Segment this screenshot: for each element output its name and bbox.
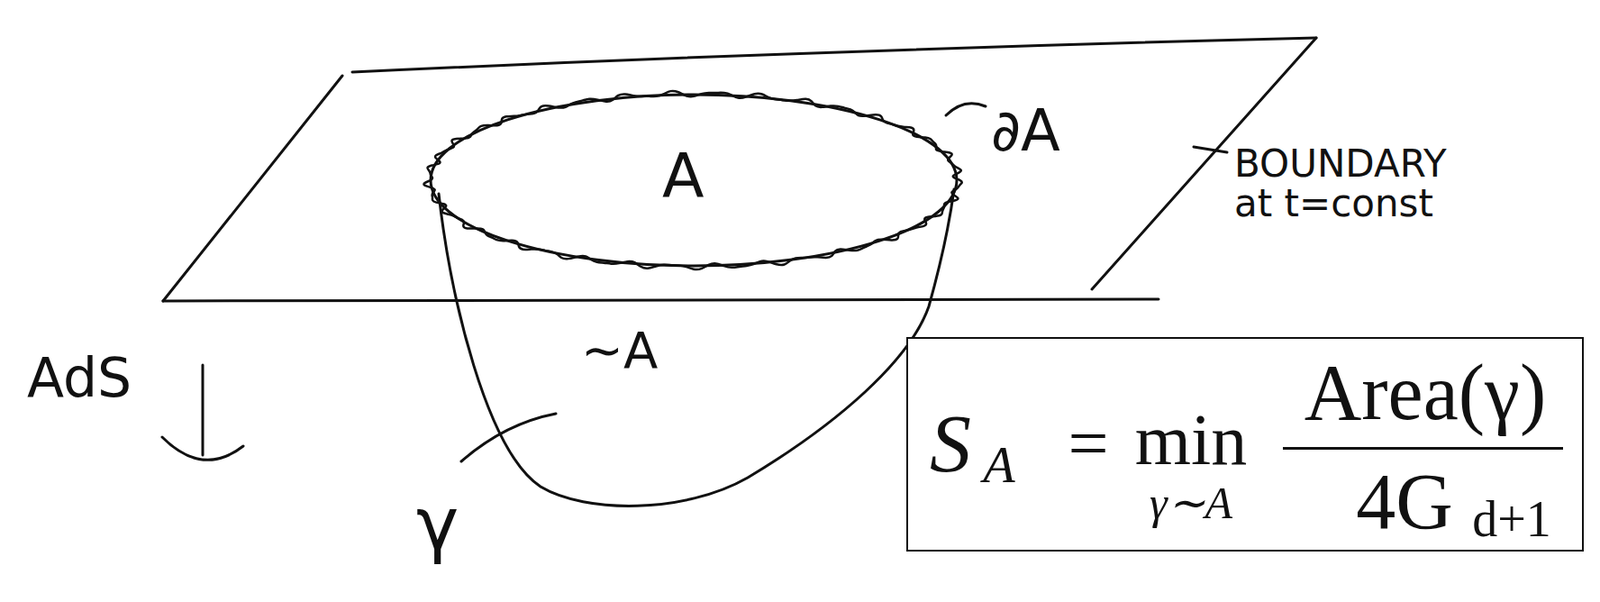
entangling-boundary	[423, 90, 962, 270]
subscript: A	[982, 438, 1015, 491]
boundary-label: BOUNDARY at t=const	[1234, 144, 1478, 224]
ads-label: AdS	[27, 349, 132, 407]
numerator: Area(γ)	[1304, 353, 1546, 433]
boundary-tick	[1193, 146, 1228, 153]
region-label: A	[662, 144, 705, 209]
gamma-label: γ	[416, 486, 459, 563]
formula-box: SA = minγ∼A Area(γ) 4G d+1	[906, 336, 1584, 552]
boundary-leader	[945, 103, 986, 116]
min-operator: min	[1135, 403, 1247, 476]
equals-sign: =	[1067, 407, 1109, 480]
entropy-symbol: S	[929, 401, 972, 485]
denominator: 4G	[1355, 462, 1454, 542]
ads-arrow-shaft	[201, 364, 205, 455]
subscript: d+1	[1472, 493, 1552, 545]
homology-label: ∼A	[581, 324, 658, 378]
boundary-plane-top	[352, 37, 1317, 73]
gamma-leader	[461, 413, 556, 462]
ads-arrow-head	[162, 436, 244, 460]
minimal-surface	[438, 189, 955, 506]
fraction-bar	[1282, 446, 1564, 450]
boundary-plane-left	[163, 75, 343, 301]
boundary-of-region-label: ∂A	[990, 100, 1061, 162]
boundary-plane-bottom	[163, 299, 1159, 301]
min-condition: γ∼A	[1149, 480, 1233, 526]
